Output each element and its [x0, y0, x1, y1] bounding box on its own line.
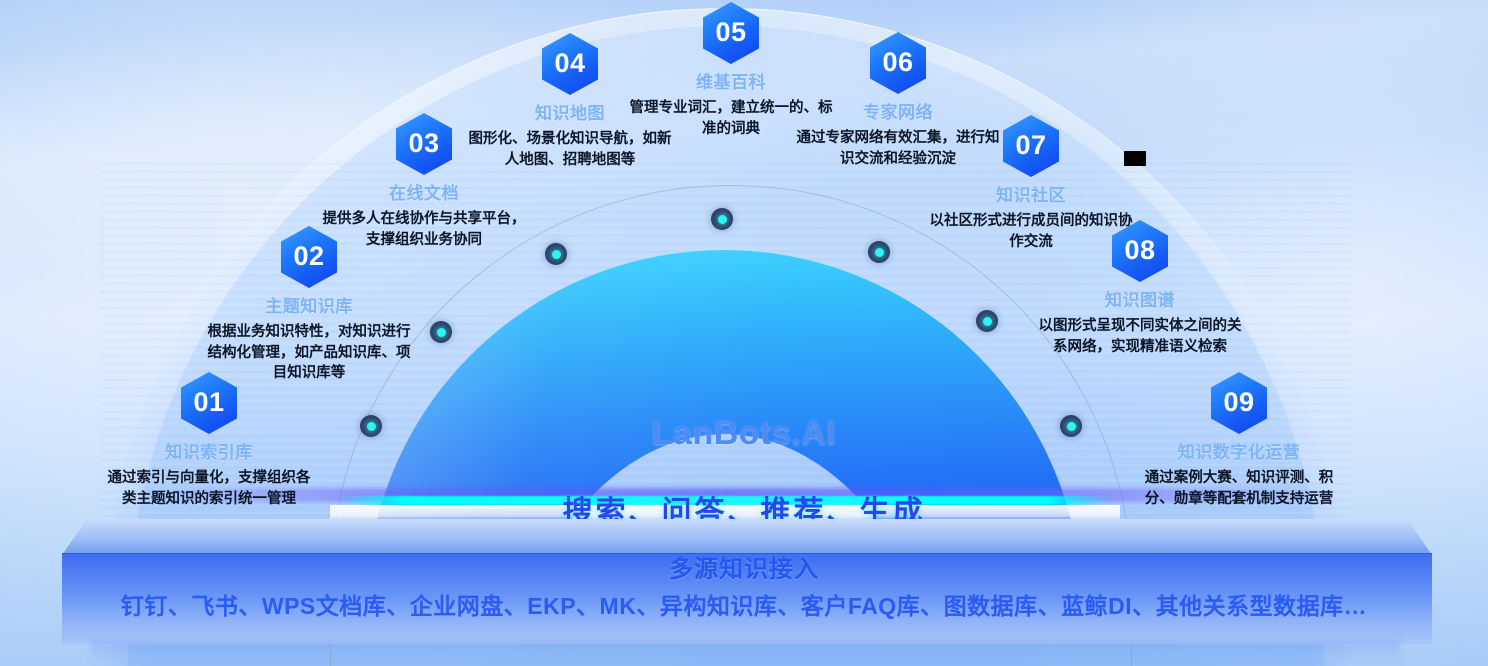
hexagon-badge-icon[interactable]: 07 — [1003, 115, 1059, 177]
node-number: 06 — [882, 47, 914, 77]
node-05[interactable]: 05 维基百科 管理专业词汇，建立统一的、标准的词典 — [626, 2, 836, 139]
node-number: 08 — [1124, 235, 1156, 265]
hexagon-badge-icon[interactable]: 03 — [396, 113, 452, 175]
hexagon-badge-icon[interactable]: 02 — [281, 226, 337, 288]
base-plate-title: 多源知识接入 — [669, 556, 819, 583]
node-03-hex-wrap: 03 — [319, 113, 529, 175]
hexagon-badge-icon[interactable]: 09 — [1211, 372, 1267, 434]
node-number: 05 — [715, 17, 747, 47]
arc-dot-5 — [868, 241, 890, 263]
node-02[interactable]: 02 主题知识库 根据业务知识特性，对知识进行结构化管理，如产品知识库、项目知识… — [204, 226, 414, 384]
node-09-hex-wrap: 09 — [1134, 372, 1344, 434]
arc-dot-core-icon — [874, 247, 884, 257]
hexagon-badge-icon[interactable]: 05 — [703, 2, 759, 64]
node-title: 知识数字化运营 — [1177, 443, 1301, 462]
node-title: 在线文档 — [389, 184, 459, 203]
node-description: 通过案例大赛、知识评测、积分、勋章等配套机制支持运营 — [1144, 470, 1334, 507]
node-08[interactable]: 08 知识图谱 以图形式呈现不同实体之间的关系网络，实现精准语义检索 — [1035, 220, 1245, 357]
node-08-hex-wrap: 08 — [1035, 220, 1245, 282]
base-plate-sources-list: 钉钉、飞书、WPS文档库、企业网盘、EKP、MK、异构知识库、客户FAQ库、图数… — [120, 593, 1368, 619]
node-01[interactable]: 01 知识索引库 通过索引与向量化，支撑组织各类主题知识的索引统一管理 — [104, 372, 314, 509]
node-title: 专家网络 — [863, 103, 933, 122]
horizon-cyan-glow — [340, 496, 1110, 505]
node-title: 维基百科 — [696, 73, 766, 92]
horizon-white-band — [330, 505, 1120, 523]
node-number: 04 — [554, 48, 586, 78]
arc-dot-core-icon — [717, 214, 727, 224]
node-number: 07 — [1015, 130, 1047, 160]
node-title: 知识地图 — [535, 104, 605, 123]
node-description: 根据业务知识特性，对知识进行结构化管理，如产品知识库、项目知识库等 — [207, 324, 411, 382]
main-arch — [366, 250, 1082, 526]
node-04[interactable]: 04 知识地图 图形化、场景化知识导航，如新人地图、招聘地图等 — [465, 33, 675, 170]
node-description: 管理专业词汇，建立统一的、标准的词典 — [629, 100, 833, 137]
arc-dot-2 — [430, 321, 452, 343]
node-03[interactable]: 03 在线文档 提供多人在线协作与共享平台，支撑组织业务协同 — [319, 113, 529, 250]
hexagon-badge-icon[interactable]: 08 — [1112, 220, 1168, 282]
node-number: 09 — [1223, 387, 1255, 417]
node-07[interactable]: 07 知识社区 以社区形式进行成员间的知识协作交流 — [926, 115, 1136, 252]
arc-dot-3 — [545, 243, 567, 265]
arc-dot-1 — [360, 415, 382, 437]
node-09[interactable]: 09 知识数字化运营 通过案例大赛、知识评测、积分、勋章等配套机制支持运营 — [1134, 372, 1344, 509]
node-01-hex-wrap: 01 — [104, 372, 314, 434]
node-title: 知识图谱 — [1105, 291, 1175, 310]
hexagon-badge-icon[interactable]: 04 — [542, 33, 598, 95]
node-06-hex-wrap: 06 — [793, 32, 1003, 94]
node-04-hex-wrap: 04 — [465, 33, 675, 95]
arc-dot-7 — [1060, 415, 1082, 437]
node-title: 知识索引库 — [165, 443, 253, 462]
node-description: 提供多人在线协作与共享平台，支撑组织业务协同 — [322, 211, 526, 248]
node-description: 以社区形式进行成员间的知识协作交流 — [929, 213, 1133, 250]
base-plate-shadow — [90, 640, 1400, 666]
hexagon-badge-icon[interactable]: 01 — [181, 372, 237, 434]
node-05-hex-wrap: 05 — [626, 2, 836, 64]
arch-gloss-highlight — [366, 250, 1082, 526]
node-02-hex-wrap: 02 — [204, 226, 414, 288]
node-number: 03 — [408, 128, 440, 158]
arc-dot-core-icon — [366, 421, 376, 431]
arc-dot-core-icon — [551, 249, 561, 259]
node-description: 图形化、场景化知识导航，如新人地图、招聘地图等 — [468, 131, 672, 168]
node-06[interactable]: 06 专家网络 通过专家网络有效汇集，进行知识交流和经验沉淀 — [793, 32, 1003, 169]
node-description: 通过索引与向量化，支撑组织各类主题知识的索引统一管理 — [107, 470, 311, 507]
node-description: 通过专家网络有效汇集，进行知识交流和经验沉淀 — [796, 130, 1000, 167]
node-title: 主题知识库 — [265, 297, 353, 316]
arc-dot-6 — [976, 310, 998, 332]
node-07-hex-wrap: 07 — [926, 115, 1136, 177]
node-number: 02 — [293, 241, 325, 271]
arch-ring — [366, 250, 1082, 526]
node-number: 01 — [193, 387, 225, 417]
arc-dot-core-icon — [982, 316, 992, 326]
node-description: 以图形式呈现不同实体之间的关系网络，实现精准语义检索 — [1038, 318, 1242, 355]
hexagon-badge-icon[interactable]: 06 — [870, 32, 926, 94]
arc-dot-core-icon — [1066, 421, 1076, 431]
arc-dot-4 — [711, 208, 733, 230]
node-title: 知识社区 — [996, 186, 1066, 205]
arc-dot-core-icon — [436, 327, 446, 337]
